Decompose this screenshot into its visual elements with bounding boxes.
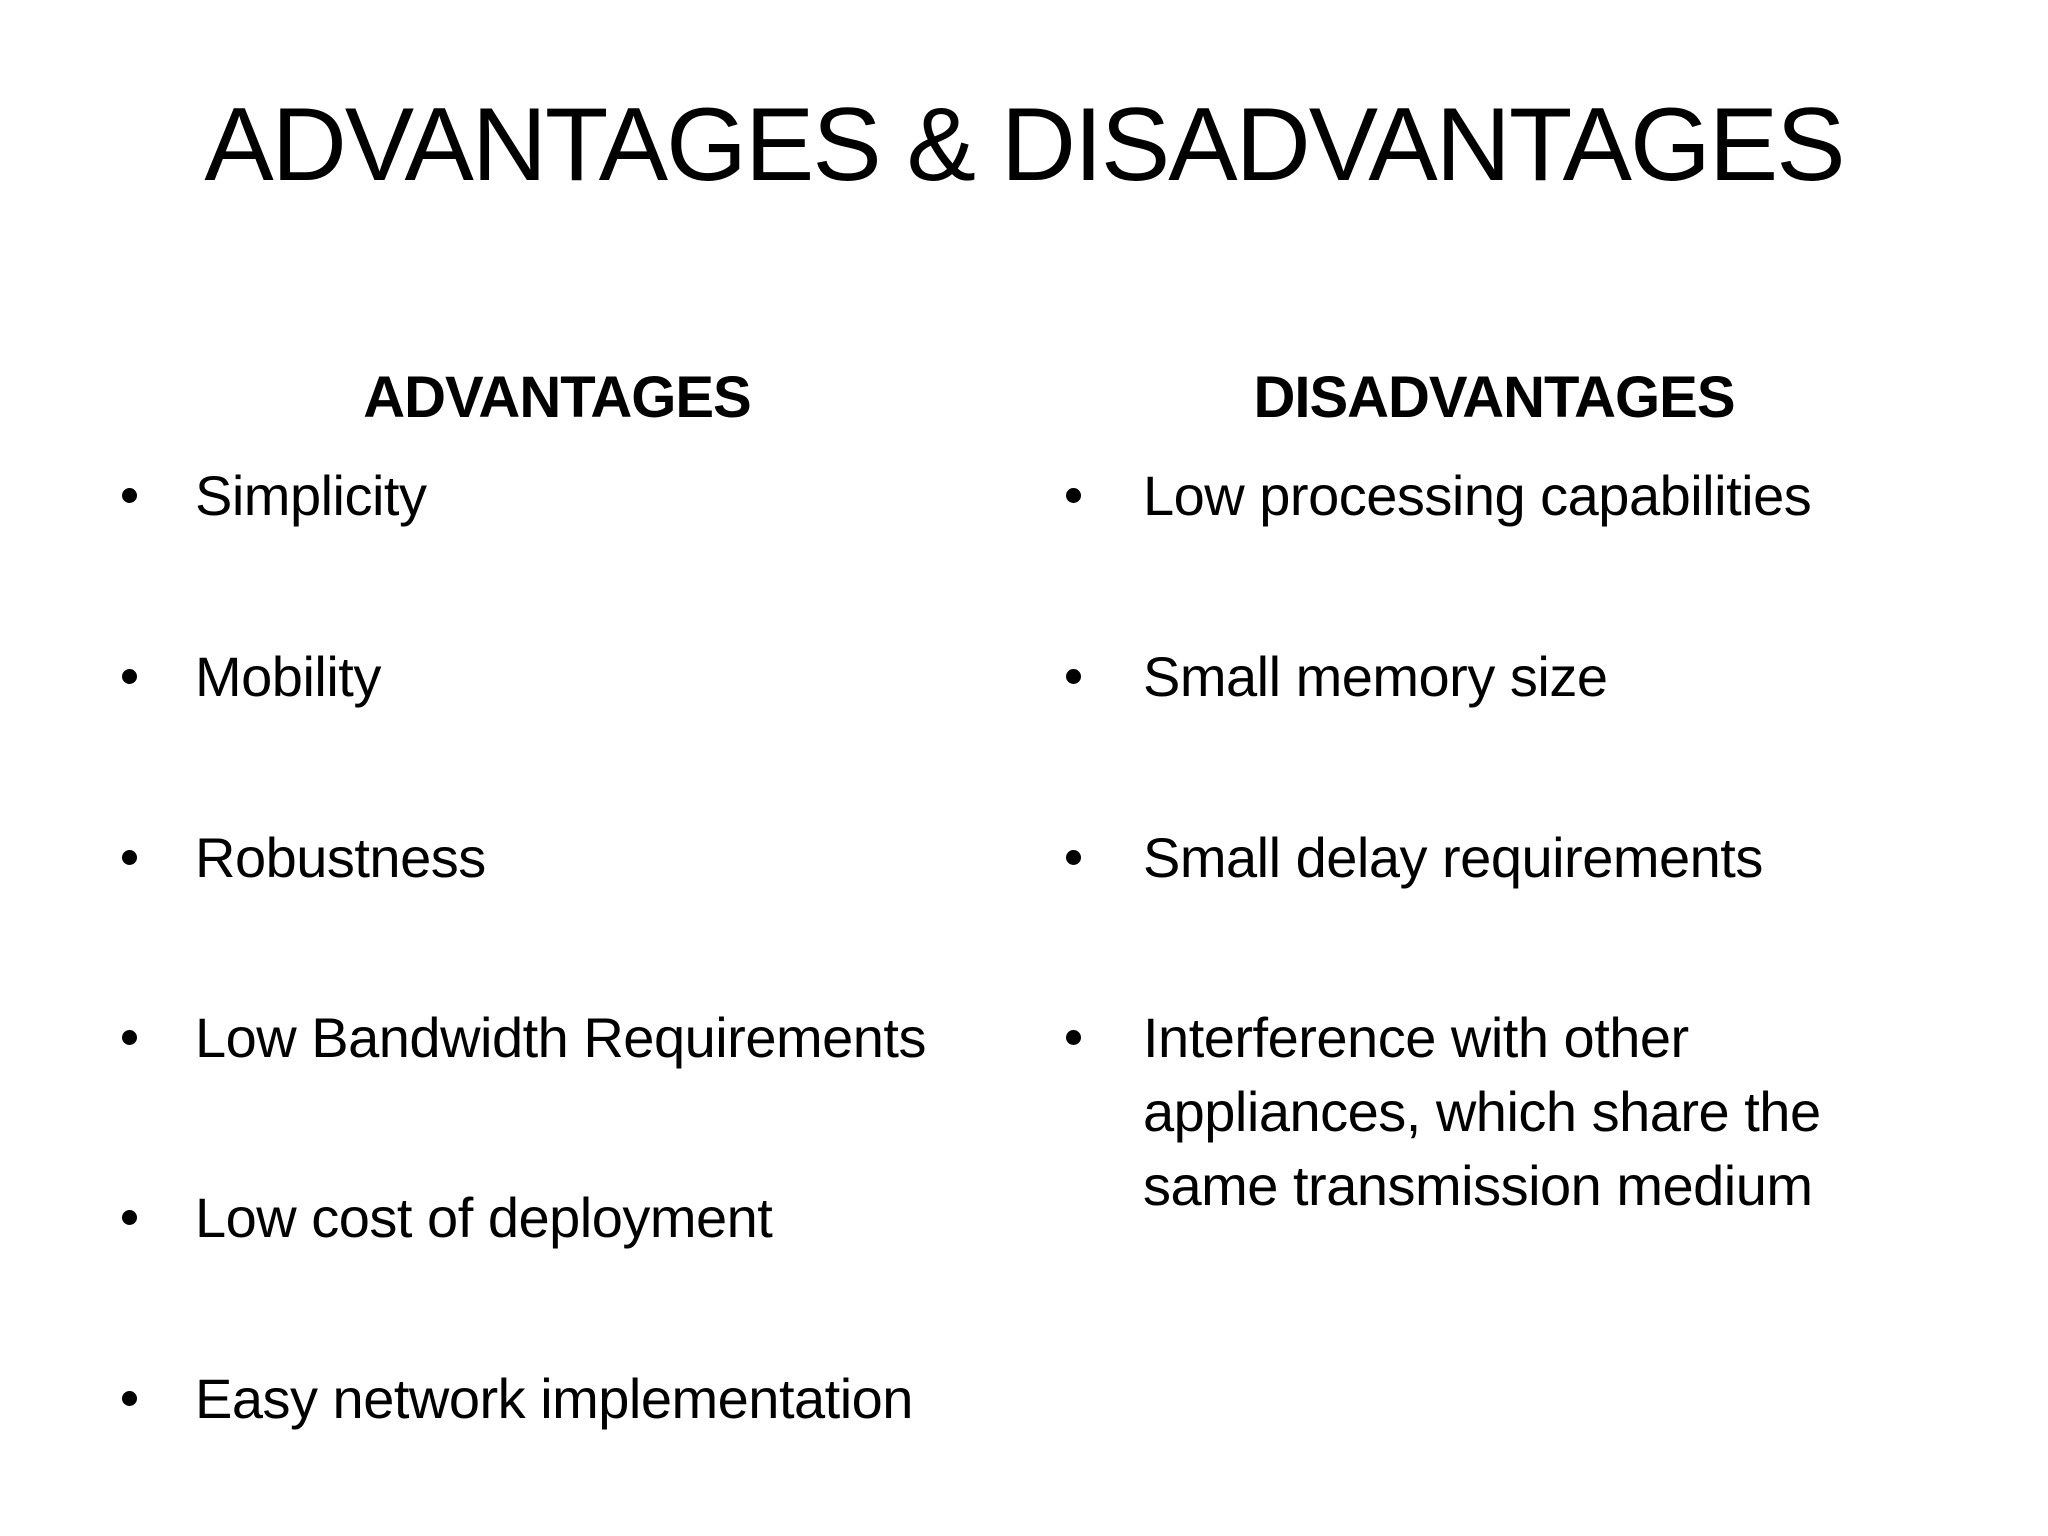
bullet-text: Interference with other appliances, whic… — [1143, 1006, 1821, 1217]
bullet-icon — [1066, 1030, 1081, 1045]
bullet-text: Mobility — [195, 645, 381, 708]
bullet-item: Low Bandwidth Requirements — [122, 1004, 1035, 1071]
bullet-item: Small delay requirements — [1066, 824, 1983, 891]
bullet-text: Low Bandwidth Requirements — [195, 1006, 926, 1069]
bullet-text: Robustness — [195, 826, 486, 889]
bullet-item: Easy network implementation — [122, 1365, 1035, 1432]
bullet-icon — [1066, 669, 1081, 684]
bullet-icon — [1066, 488, 1081, 503]
bullet-item: Low cost of deployment — [122, 1184, 1035, 1251]
bullet-icon — [122, 669, 137, 684]
bullet-item: Low processing capabilities — [1066, 462, 1983, 529]
bullet-icon — [122, 1391, 137, 1406]
bullet-text: Small memory size — [1143, 645, 1608, 708]
bullet-item: Small memory size — [1066, 643, 1983, 710]
bullet-icon — [122, 1030, 137, 1045]
bullet-text: Simplicity — [195, 464, 427, 527]
disadvantages-column-header: DISADVANTAGES — [1253, 365, 1735, 430]
bullet-item: Mobility — [122, 643, 1035, 710]
bullet-item: Interference with other appliances, whic… — [1066, 1001, 1823, 1223]
advantages-column-header: ADVANTAGES — [363, 365, 751, 430]
bullet-icon — [1066, 850, 1081, 865]
bullet-item: Robustness — [122, 824, 1035, 891]
bullet-text: Easy network implementation — [195, 1367, 913, 1430]
bullet-text: Low cost of deployment — [195, 1186, 773, 1249]
bullet-text: Low processing capabilities — [1143, 464, 1812, 527]
bullet-icon — [122, 1210, 137, 1225]
bullet-text: Small delay requirements — [1143, 826, 1763, 889]
bullet-item: Simplicity — [122, 462, 1035, 529]
bullet-icon — [122, 850, 137, 865]
bullet-icon — [122, 488, 137, 503]
slide-title: ADVANTAGES & DISADVANTAGES — [204, 87, 1845, 203]
